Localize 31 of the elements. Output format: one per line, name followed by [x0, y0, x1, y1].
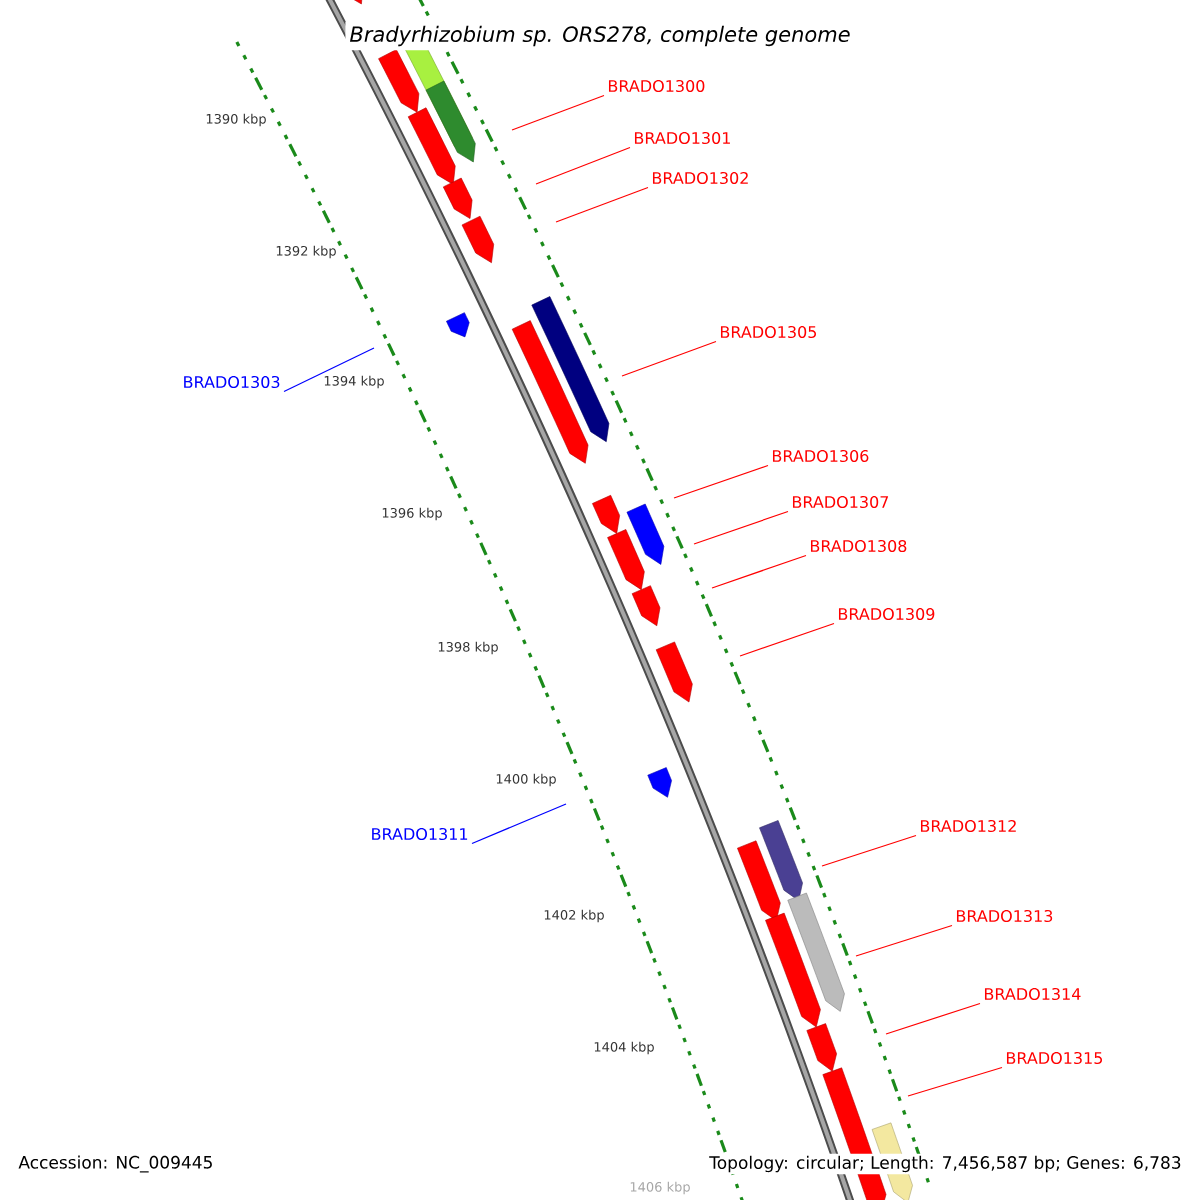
gene-label: BRADO1309 [839, 607, 935, 621]
gene-label: BRADO1308 [811, 539, 907, 553]
gene-label: BRADO1301 [635, 131, 730, 145]
leader-line [739, 622, 835, 657]
gene-label: BRADO1302 [652, 171, 748, 185]
leader-line [711, 554, 807, 589]
gene-label: BRADO1311 [372, 827, 468, 841]
accession-text: Accession: NC_009445 [18, 1155, 212, 1173]
gene-label: BRADO1303 [184, 375, 280, 389]
title: Bradyrhizobium sp. ORS278, complete genome [345, 21, 855, 51]
leader-line [283, 347, 375, 393]
leader-line [693, 510, 789, 545]
gene-label: BRADO1305 [721, 325, 817, 339]
leader-line [885, 1002, 981, 1035]
leader-line [511, 94, 605, 131]
leader-line [821, 834, 917, 867]
leader-line [907, 1066, 1003, 1097]
leader-line [673, 464, 769, 499]
leader-line [855, 924, 953, 957]
gene-label: BRADO1315 [1007, 1051, 1103, 1065]
gene-label: BRADO1306 [773, 449, 869, 463]
gene-label: BRADO1307 [793, 495, 889, 509]
gene-label: BRADO1314 [985, 987, 1081, 1001]
genome-info-text: Topology: circular; Length: 7,456,587 bp; Genes: 6,783 [707, 1153, 1184, 1175]
leader-line [555, 186, 649, 223]
leader-line [471, 803, 567, 845]
gene-label: BRADO1313 [957, 909, 1053, 923]
gene-label: BRADO1312 [921, 819, 1016, 833]
leader-line [535, 146, 631, 185]
leader-line [621, 340, 717, 377]
gene-label: BRADO1300 [608, 79, 705, 93]
